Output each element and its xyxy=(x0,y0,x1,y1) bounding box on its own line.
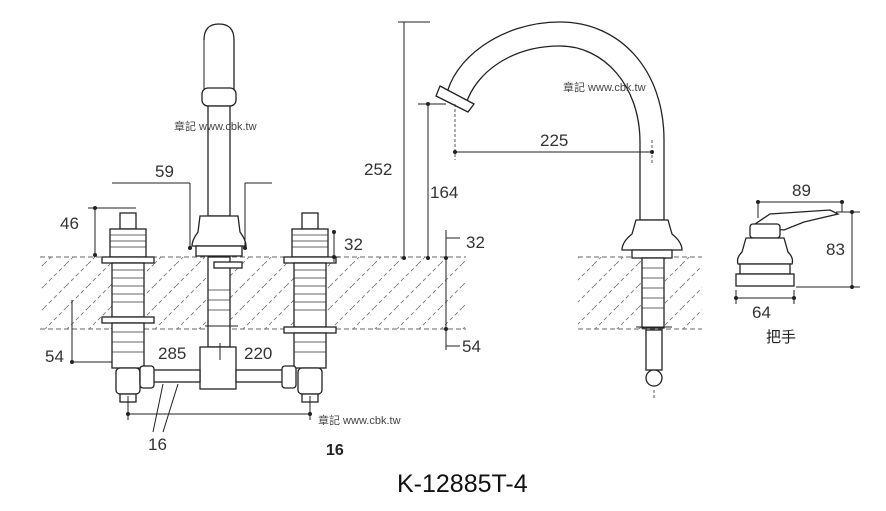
dim-164: 164 xyxy=(430,183,458,202)
dim-225: 225 xyxy=(540,131,568,150)
dim-54-left: 54 xyxy=(45,347,64,366)
left-dimension-lines xyxy=(70,182,340,433)
model-label: K-12885T-4 xyxy=(397,470,528,498)
dim-54-right: 54 xyxy=(462,337,481,356)
right-valve xyxy=(283,212,337,403)
center-spout xyxy=(191,23,247,390)
dim-16-left: 16 xyxy=(148,435,167,454)
middle-dimension-lines xyxy=(398,21,654,350)
dim-32-mid: 32 xyxy=(344,235,363,254)
dim-89: 89 xyxy=(792,181,811,200)
dim-59: 59 xyxy=(155,162,174,181)
dim-220: 220 xyxy=(244,344,272,363)
dim-16-bold: 16 xyxy=(326,442,344,459)
watermark-top-left: 章記 www.cbk.tw xyxy=(174,119,257,133)
supply-pipes xyxy=(139,365,297,389)
dim-83: 83 xyxy=(826,240,845,259)
handle-label: 把手 xyxy=(766,328,796,346)
watermark-top-right: 章記 www.cbk.tw xyxy=(563,80,646,94)
dim-285: 285 xyxy=(158,344,186,363)
watermark-bottom: 章記 www.cbk.tw xyxy=(318,413,401,427)
countertop-section-right xyxy=(578,256,702,330)
gooseneck-spout xyxy=(435,21,683,400)
dim-32-right: 32 xyxy=(466,233,485,252)
dim-64: 64 xyxy=(752,303,771,322)
dim-252: 252 xyxy=(364,160,392,179)
dim-46: 46 xyxy=(60,214,79,233)
lever-handle xyxy=(734,200,860,304)
